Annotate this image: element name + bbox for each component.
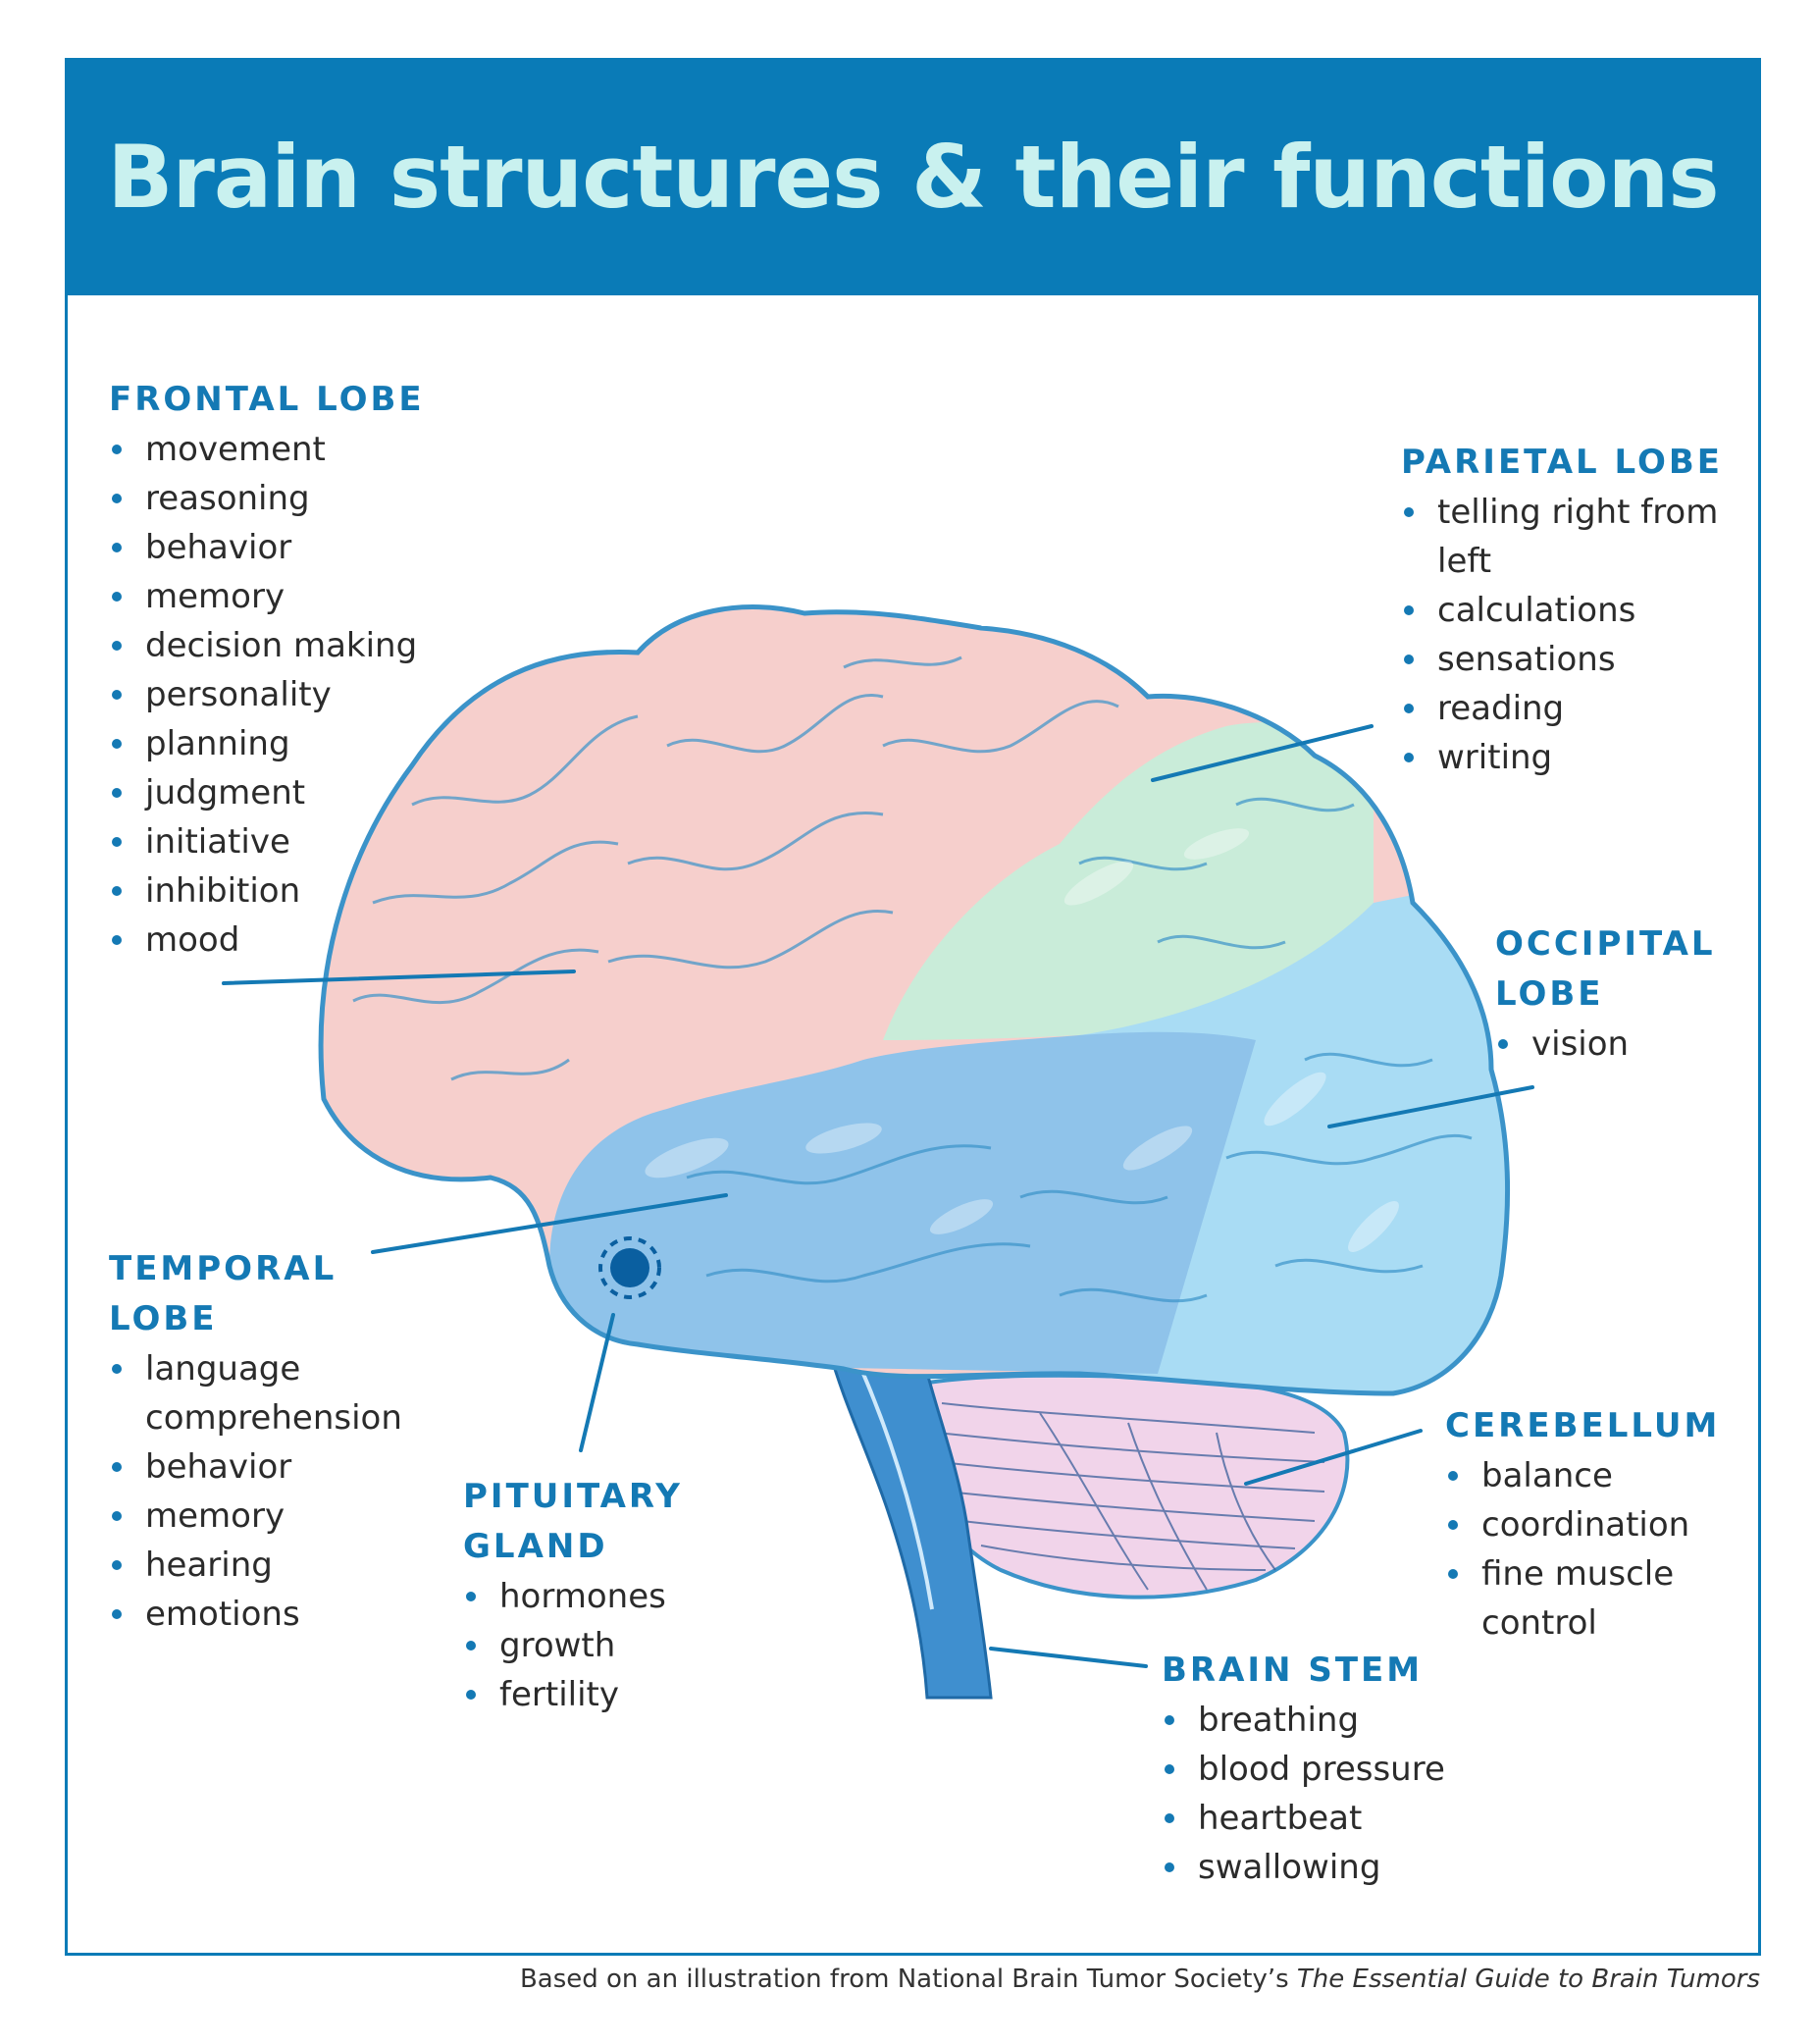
pituitary-gland-leader <box>579 1313 615 1452</box>
function-item: hormones <box>463 1572 699 1621</box>
function-item: language comprehension <box>109 1344 413 1442</box>
function-item: mood <box>109 916 425 965</box>
cerebellum-region <box>918 1373 1350 1599</box>
occipital-lobe-heading: OCCIPITAL LOBE <box>1495 924 1716 1014</box>
function-item: planning <box>109 719 425 768</box>
source-credit-book-title: The Essential Guide to Brain Tumors <box>1296 1965 1760 1994</box>
function-item: blood pressure <box>1162 1745 1445 1794</box>
function-item: inhibition <box>109 866 425 916</box>
function-item: behavior <box>109 523 425 572</box>
function-item: reading <box>1401 684 1725 733</box>
occipital-lobe-label: OCCIPITAL LOBE vision <box>1495 919 1731 1069</box>
function-item: fertility <box>463 1670 699 1719</box>
title-banner <box>65 58 1761 295</box>
function-item: decision making <box>109 621 425 670</box>
function-item: vision <box>1495 1020 1731 1069</box>
function-item: hearing <box>109 1541 413 1590</box>
frontal-lobe-heading: FRONTAL LOBE <box>109 380 425 419</box>
cerebellum-heading: CEREBELLUM <box>1445 1406 1721 1445</box>
parietal-lobe-leader <box>1151 724 1374 782</box>
function-item: emotions <box>109 1590 413 1639</box>
occipital-lobe-leader <box>1327 1085 1534 1128</box>
gyri-highlights <box>645 828 1399 1252</box>
function-item: movement <box>109 425 425 474</box>
page-title: Brain structures & their functions <box>107 126 1719 228</box>
temporal-lobe-heading: TEMPORAL LOBE <box>109 1249 337 1338</box>
function-item: sensations <box>1401 635 1725 684</box>
pituitary-gland-marker <box>610 1248 649 1287</box>
function-item: memory <box>109 572 425 621</box>
brain-stem-highlight <box>861 1373 934 1610</box>
temporal-lobe-leader <box>371 1193 728 1254</box>
parietal-lobe-region <box>883 722 1374 1040</box>
function-item: fine muscle control <box>1445 1549 1739 1648</box>
temporal-lobe-region <box>549 1031 1256 1374</box>
function-item: initiative <box>109 817 425 866</box>
function-item: behavior <box>109 1442 413 1492</box>
function-item: calculations <box>1401 586 1725 635</box>
occipital-lobe-region <box>1079 864 1508 1393</box>
function-item: breathing <box>1162 1696 1445 1745</box>
pituitary-gland-heading: PITUITARY GLAND <box>463 1477 683 1566</box>
parietal-lobe-heading: PARIETAL LOBE <box>1401 443 1724 482</box>
source-credit-prefix: Based on an illustration from National B… <box>519 1965 1297 1994</box>
cerebrum-outline <box>318 603 1511 1396</box>
function-item: telling right from left <box>1401 488 1725 586</box>
function-item: heartbeat <box>1162 1794 1445 1843</box>
function-item: reasoning <box>109 474 425 523</box>
pituitary-gland-ring <box>598 1236 661 1299</box>
gyri-texture <box>352 655 1473 1303</box>
source-credit: Based on an illustration from National B… <box>520 1965 1760 1994</box>
frontal-lobe-leader <box>222 970 576 985</box>
occipital-lobe-functions: vision <box>1495 1020 1731 1069</box>
cerebellum-leader <box>1244 1429 1423 1486</box>
function-item: memory <box>109 1492 413 1541</box>
function-item: swallowing <box>1162 1843 1445 1892</box>
brain-stem-leader <box>989 1647 1148 1668</box>
function-item: judgment <box>109 768 425 817</box>
function-item: balance <box>1445 1451 1739 1500</box>
cerebellum-folia <box>936 1402 1325 1591</box>
function-item: personality <box>109 670 425 719</box>
function-item: writing <box>1401 733 1725 782</box>
function-item: growth <box>463 1621 699 1670</box>
brain-stem-heading: BRAIN STEM <box>1162 1651 1424 1690</box>
function-item: coordination <box>1445 1500 1739 1549</box>
brain-stem-region <box>827 1347 993 1700</box>
